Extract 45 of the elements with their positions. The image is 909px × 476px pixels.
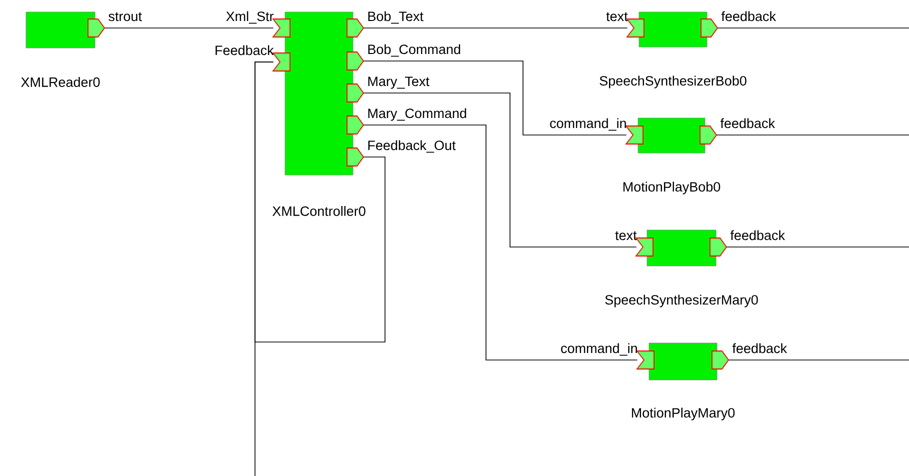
port-label: Mary_Text bbox=[368, 76, 430, 89]
connector-line bbox=[363, 124, 638, 360]
port-icon bbox=[625, 126, 644, 144]
node-label: MotionPlayMary0 bbox=[632, 408, 735, 420]
port-label: Mary_Command bbox=[368, 108, 466, 121]
connector-line bbox=[363, 60, 627, 136]
port-label: Xml_Str bbox=[226, 11, 274, 24]
port-label: feedback bbox=[720, 118, 776, 128]
connector-line bbox=[726, 246, 909, 248]
port-icon bbox=[346, 52, 364, 70]
port-label: command_in bbox=[561, 343, 637, 356]
component-box: XMLReader0 bbox=[21, 12, 100, 87]
port-label: Bob_Text bbox=[368, 11, 424, 24]
port-icon bbox=[635, 238, 654, 256]
node-label: MotionPlayBob0 bbox=[623, 182, 720, 194]
port-icon bbox=[346, 18, 364, 38]
port-icon bbox=[88, 18, 106, 38]
port-icon bbox=[272, 18, 290, 38]
connector-line bbox=[363, 92, 637, 248]
node-label: SpeechSynthesizerBob0 bbox=[600, 76, 746, 88]
port-label: text bbox=[615, 231, 637, 240]
port-icon bbox=[710, 238, 728, 256]
port-icon bbox=[700, 126, 718, 144]
port-icon bbox=[700, 18, 718, 38]
node-label: SpeechSynthesizerMary0 bbox=[605, 294, 758, 308]
connector-line bbox=[716, 134, 909, 136]
node-label: XMLReader0 bbox=[21, 77, 100, 87]
port-label: feedback bbox=[721, 11, 776, 22]
port-label: strout bbox=[108, 12, 142, 22]
port-label: Feedback bbox=[216, 45, 274, 56]
port-label: text bbox=[606, 12, 628, 22]
port-label: feedback bbox=[732, 343, 788, 354]
port-icon bbox=[626, 18, 644, 38]
connector-line bbox=[254, 62, 274, 476]
port-icon bbox=[712, 350, 730, 370]
node-label: XMLController0 bbox=[272, 206, 366, 216]
port-label: Bob_Command bbox=[368, 44, 460, 57]
port-label: feedback bbox=[730, 230, 786, 240]
port-label: command_in bbox=[550, 118, 626, 131]
port-icon bbox=[346, 116, 364, 134]
port-icon bbox=[272, 52, 290, 72]
port-icon bbox=[346, 84, 364, 102]
port-icon bbox=[346, 148, 364, 166]
port-icon bbox=[636, 350, 654, 370]
port-label: Feedback_Out bbox=[368, 140, 456, 153]
